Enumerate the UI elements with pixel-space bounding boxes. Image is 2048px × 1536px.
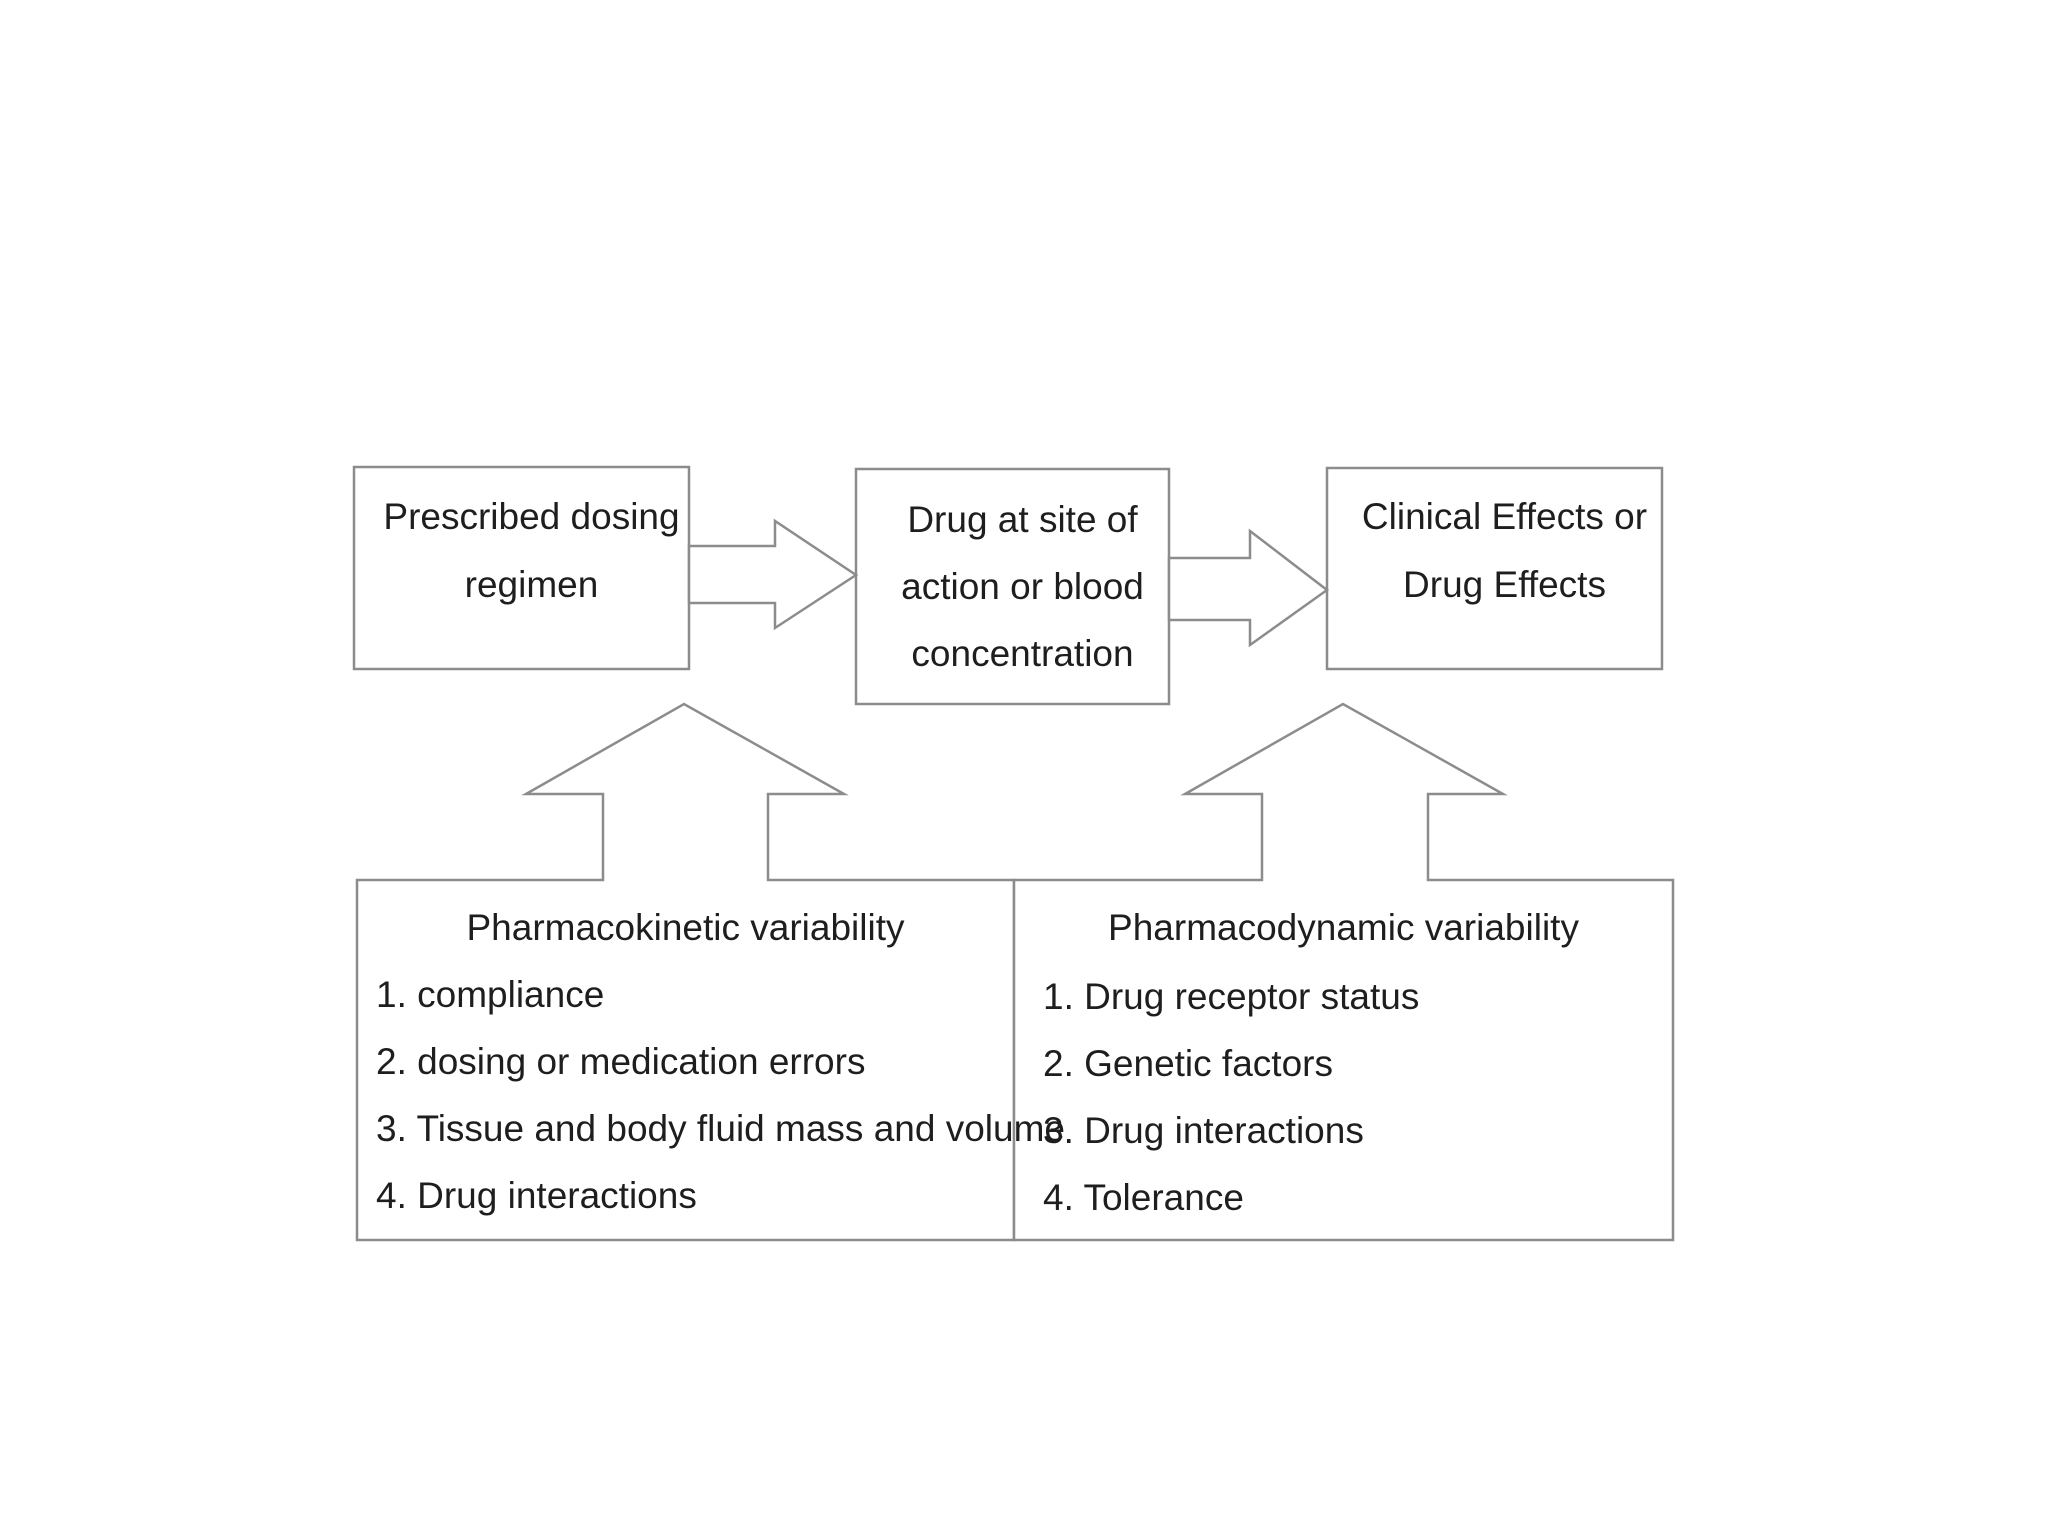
dosing-box	[352, 465, 691, 671]
drug-site-box	[854, 467, 1171, 706]
pk-item: 1. compliance	[376, 974, 605, 1015]
dosing-label-line: Prescribed dosing	[383, 496, 680, 537]
arrow-site-to-effects	[1167, 528, 1330, 648]
effects-box	[1325, 466, 1664, 671]
pd-panel-outline	[1012, 702, 1675, 1242]
effects-label-line: Drug Effects	[1403, 564, 1606, 605]
drug-site-label-line: concentration	[911, 633, 1134, 674]
arrow-dosing-to-site	[687, 518, 859, 631]
drug-site-label-line: Drug at site of	[907, 499, 1138, 540]
effects-label-line: Clinical Effects or	[1361, 496, 1648, 537]
dosing-label-line: regimen	[464, 564, 599, 605]
pk-panel-outline	[355, 702, 1016, 1242]
pd-item: 2. Genetic factors	[1043, 1043, 1333, 1084]
drug-site-label: Drug at site of action or blood concentr…	[866, 498, 1179, 676]
dosing-label: Prescribed dosing regimen	[354, 495, 709, 607]
effects-label: Clinical Effects or Drug Effects	[1347, 495, 1662, 607]
pd-item: 3. Drug interactions	[1043, 1110, 1364, 1151]
pk-title: Pharmacokinetic variability	[466, 907, 905, 948]
pd-item: 1. Drug receptor status	[1043, 976, 1420, 1017]
pd-item: 4. Tolerance	[1043, 1177, 1244, 1218]
pk-item: 3. Tissue and body fluid mass and volume	[376, 1108, 1065, 1149]
pk-item: 4. Drug interactions	[376, 1175, 697, 1216]
pd-title: Pharmacodynamic variability	[1108, 907, 1579, 948]
pk-item: 2. dosing or medication errors	[376, 1041, 866, 1082]
drug-site-label-line: action or blood	[901, 566, 1144, 607]
